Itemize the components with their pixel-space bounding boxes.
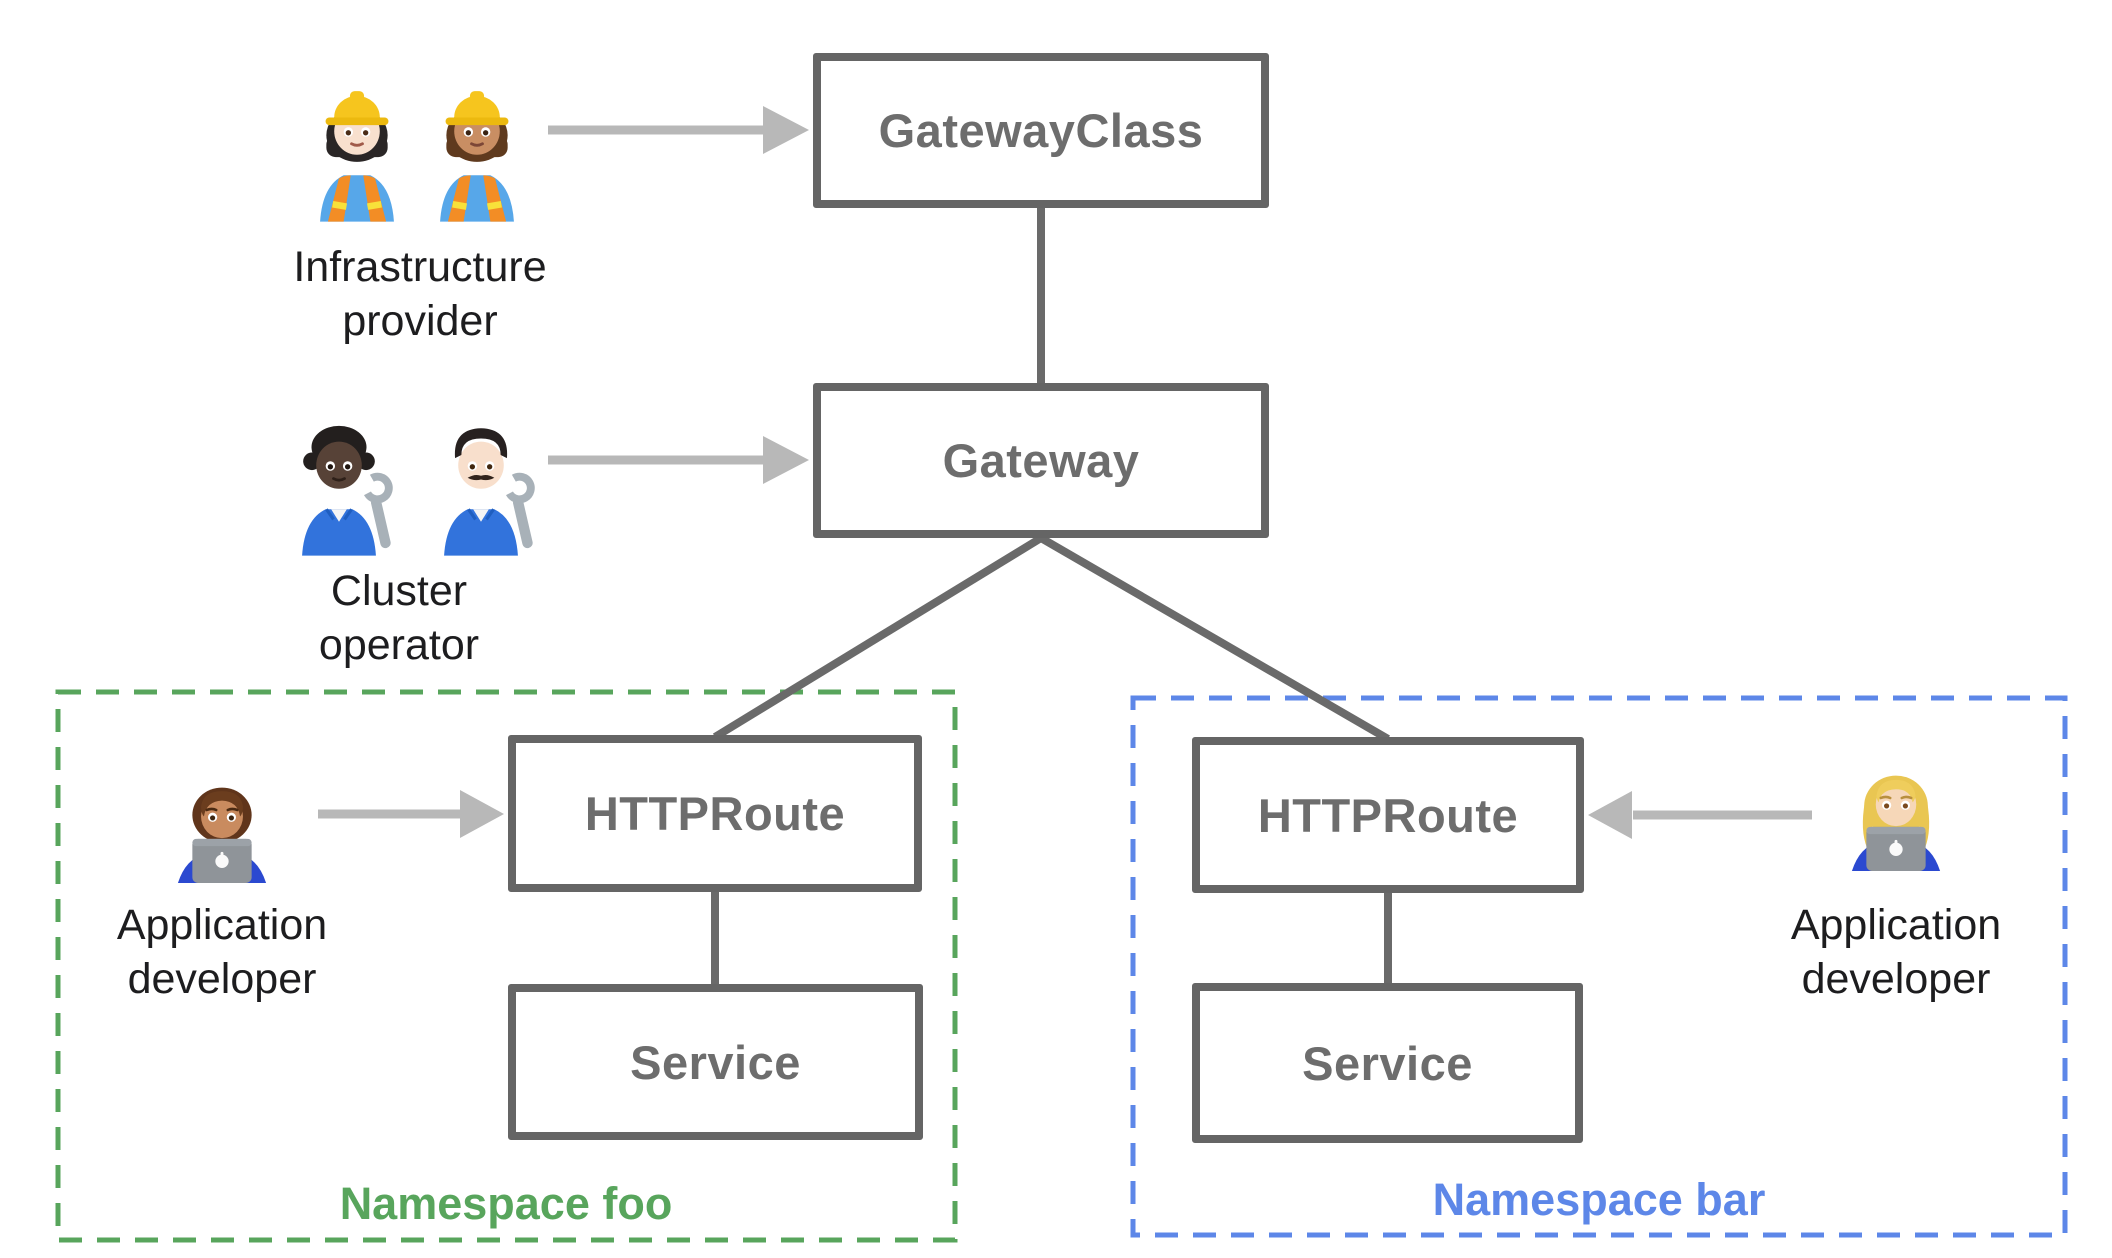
infrastructure-provider-icons xyxy=(302,64,532,222)
woman-construction-worker-medium-skin-emoji-icon xyxy=(440,91,514,222)
node-service-bar-label: Service xyxy=(1302,1036,1473,1090)
wrench-icon xyxy=(362,472,393,549)
node-httproute-foo-label: HTTPRoute xyxy=(584,787,846,840)
node-gateway: Gateway xyxy=(813,383,1269,538)
woman-construction-worker-light-skin-emoji-icon xyxy=(320,91,394,222)
node-service-bar: Service xyxy=(1192,983,1583,1143)
mechanic-dark-skin-emoji-icon xyxy=(302,425,393,556)
cluster-operator-label: Cluster operator xyxy=(318,567,480,669)
application-developer-foo-icon xyxy=(164,776,280,883)
woman-technologist-emoji-icon xyxy=(1851,775,1941,871)
node-httproute-foo: HTTPRoute xyxy=(508,735,922,892)
node-service-foo: Service xyxy=(508,984,923,1140)
cluster-operator-icons xyxy=(284,398,536,556)
man-mechanic-light-skin-emoji-icon xyxy=(444,428,535,556)
arrow-developer-to-httproute-foo xyxy=(318,790,504,838)
man-technologist-emoji-icon xyxy=(177,787,267,883)
arrow-infrastructure-to-gatewayclass xyxy=(548,106,809,154)
node-httproute-bar-label: HTTPRoute xyxy=(1257,788,1519,842)
application-developer-bar-icon xyxy=(1838,764,1954,871)
node-gatewayclass-label: GatewayClass xyxy=(878,104,1204,157)
namespace-foo-label: Namespace foo xyxy=(339,1178,673,1229)
edge-gateway-httproute-foo xyxy=(712,534,1044,741)
edge-gateway-httproute-bar xyxy=(1038,534,1391,743)
node-httproute-bar: HTTPRoute xyxy=(1192,737,1584,893)
arrow-developer-to-httproute-bar xyxy=(1588,791,1812,839)
node-gatewayclass: GatewayClass xyxy=(813,53,1269,208)
namespace-bar-label: Namespace bar xyxy=(1432,1174,1766,1225)
namespace-bar-boundary xyxy=(1130,695,2068,1238)
application-developer-bar-label: Application developer xyxy=(1790,901,2002,1003)
node-service-foo-label: Service xyxy=(630,1035,801,1089)
application-developer-foo-label: Application developer xyxy=(116,901,328,1003)
node-gateway-label: Gateway xyxy=(942,434,1140,487)
infrastructure-provider-label: Infrastructure provider xyxy=(293,243,547,345)
arrow-cluster-to-gateway xyxy=(548,436,809,484)
